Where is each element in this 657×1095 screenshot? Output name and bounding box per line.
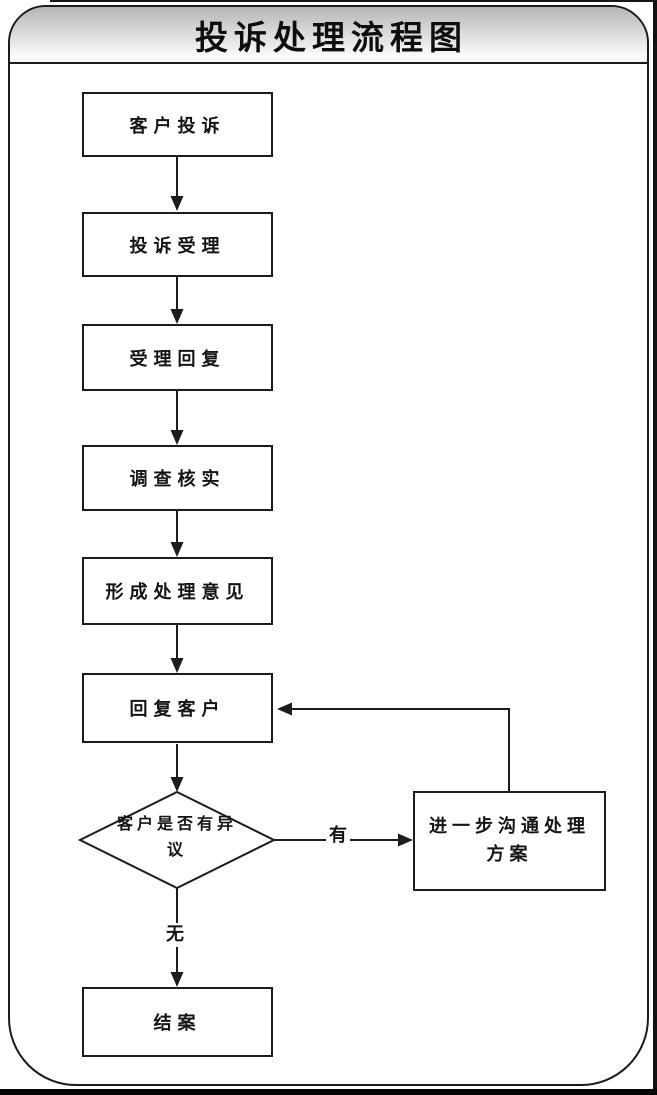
edge-further-to-replycust bbox=[292, 708, 510, 791]
edge-label-no: 无 bbox=[163, 923, 187, 947]
node-customer-objection-label: 客户是否有异议 bbox=[116, 816, 237, 859]
node-reply-customer: 回复客户 bbox=[82, 673, 273, 743]
edge-label-yes: 有 bbox=[326, 824, 350, 848]
node-customer-complaint: 客户投诉 bbox=[82, 92, 273, 157]
decision-diamond-shape bbox=[77, 790, 277, 890]
node-acceptance-reply: 受理回复 bbox=[82, 324, 273, 391]
image-right-edge bbox=[653, 0, 657, 1095]
arrowhead-down-icon bbox=[170, 542, 184, 557]
page-title: 投诉处理流程图 bbox=[195, 18, 468, 56]
node-close-case: 结案 bbox=[82, 987, 273, 1057]
node-complaint-acceptance: 投诉受理 bbox=[82, 212, 273, 277]
node-investigate-verify: 调查核实 bbox=[82, 445, 273, 511]
node-further-communication: 进一步沟通处理方案 bbox=[413, 791, 606, 891]
arrowhead-down-icon bbox=[170, 777, 184, 792]
arrowhead-down-icon bbox=[170, 972, 184, 987]
arrowhead-right-icon bbox=[398, 833, 413, 847]
title-bar: 投诉处理流程图 bbox=[10, 7, 647, 64]
image-top-edge bbox=[50, 0, 657, 2]
arrowhead-down-icon bbox=[170, 196, 184, 211]
arrowhead-down-icon bbox=[170, 658, 184, 673]
arrowhead-left-icon bbox=[277, 702, 292, 716]
image-bottom-edge bbox=[0, 1089, 657, 1095]
arrowhead-down-icon bbox=[170, 309, 184, 324]
window-frame: 投诉处理流程图 bbox=[8, 5, 649, 1086]
arrowhead-down-icon bbox=[170, 430, 184, 445]
node-form-handling-opinion: 形成处理意见 bbox=[82, 557, 273, 625]
